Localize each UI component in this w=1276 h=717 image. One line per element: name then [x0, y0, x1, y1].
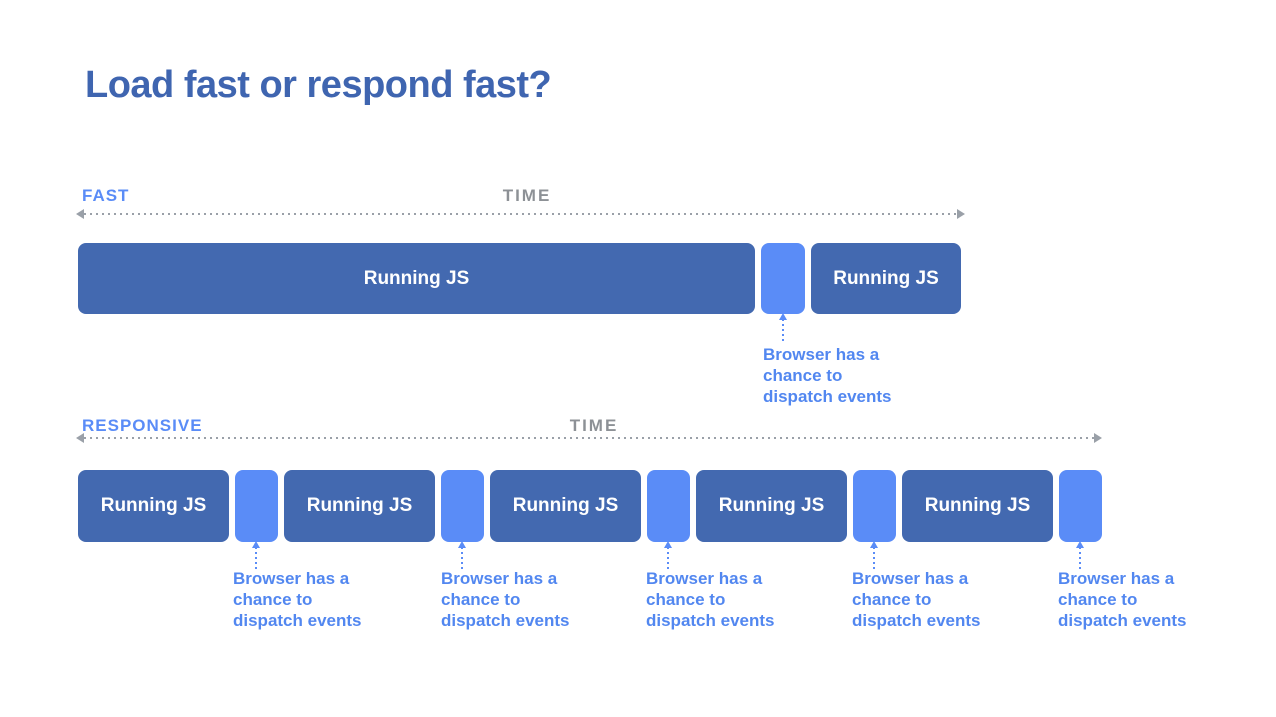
event-gap-block	[761, 243, 805, 314]
event-pointer-arrow-icon	[1076, 541, 1084, 569]
responsive-blocks-row: Running JS Running JS Running JS Running…	[78, 470, 1102, 542]
page-title: Load fast or respond fast?	[85, 64, 552, 106]
event-pointer-arrow-icon	[252, 541, 260, 569]
axis-arrow-right-icon	[957, 209, 965, 219]
fast-time-label: TIME	[502, 186, 552, 205]
responsive-time-axis	[76, 433, 1102, 443]
event-gap-block	[647, 470, 690, 542]
axis-arrow-left-icon	[76, 209, 84, 219]
axis-arrow-right-icon	[1094, 433, 1102, 443]
running-js-block: Running JS	[490, 470, 641, 542]
event-gap-block	[235, 470, 278, 542]
axis-arrow-left-icon	[76, 433, 84, 443]
running-js-block: Running JS	[78, 243, 755, 314]
annotation-text: Browser has a chance to dispatch events	[646, 569, 775, 630]
fast-blocks-row: Running JS Running JS	[78, 243, 961, 314]
event-pointer-arrow-icon	[664, 541, 672, 569]
event-gap-block	[1059, 470, 1102, 542]
running-js-block: Running JS	[78, 470, 229, 542]
event-pointer-arrow-icon	[870, 541, 878, 569]
running-js-block: Running JS	[284, 470, 435, 542]
fast-timeline-label: FAST	[82, 186, 130, 205]
responsive-timeline-label: RESPONSIVE	[82, 416, 203, 435]
event-gap-block	[441, 470, 484, 542]
annotation-text: Browser has a chance to dispatch events	[1058, 569, 1187, 630]
annotation-text: Browser has a chance to dispatch events	[441, 569, 570, 630]
event-pointer-arrow-icon	[779, 313, 787, 342]
running-js-block: Running JS	[811, 243, 961, 314]
annotation-text: Browser has a chance to dispatch events	[763, 345, 892, 406]
annotation-text: Browser has a chance to dispatch events	[233, 569, 362, 630]
running-js-block: Running JS	[696, 470, 847, 542]
running-js-block: Running JS	[902, 470, 1053, 542]
fast-time-axis	[76, 209, 965, 219]
responsive-time-label: TIME	[569, 416, 619, 435]
annotation-text: Browser has a chance to dispatch events	[852, 569, 981, 630]
event-pointer-arrow-icon	[458, 541, 466, 569]
event-gap-block	[853, 470, 896, 542]
